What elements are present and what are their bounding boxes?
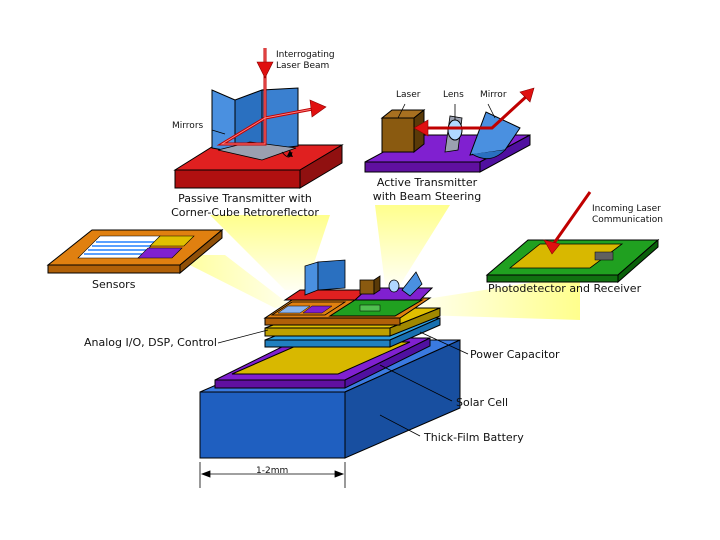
light-beams	[170, 205, 580, 320]
analog-io-label: Analog I/O, DSP, Control	[84, 336, 217, 349]
passive-transmitter	[173, 87, 344, 189]
dimension-label: 1-2mm	[256, 466, 289, 476]
beam-photodetector	[420, 275, 580, 320]
mirror-label: Mirror	[480, 90, 507, 100]
power-capacitor-label: Power Capacitor	[470, 348, 560, 361]
battery-label: Thick-Film Battery	[424, 431, 524, 444]
incoming-laser-label: Incoming Laser Communication	[592, 204, 663, 227]
label-line: Interrogating	[276, 50, 335, 60]
active-transmitter	[364, 87, 535, 173]
sensors-board	[46, 228, 224, 275]
mirrors-label: Mirrors	[172, 121, 204, 131]
label-line: Passive Transmitter with	[178, 192, 312, 205]
beam-sensors	[170, 255, 290, 308]
laser-label: Laser	[396, 90, 421, 100]
beam-active	[375, 205, 450, 285]
label-line: with Beam Steering	[372, 189, 482, 203]
passive-transmitter-label: Passive Transmitter with Corner-Cube Ret…	[160, 192, 330, 220]
active-transmitter-label: Active Transmitter with Beam Steering	[362, 176, 492, 204]
leader-lines	[211, 103, 496, 437]
beam-passive	[210, 215, 330, 290]
solar-cell	[214, 337, 431, 389]
lens-label: Lens	[443, 90, 464, 100]
interrogating-beam-label: Interrogating Laser Beam	[276, 50, 335, 73]
photodetector-label: Photodetector and Receiver	[488, 282, 642, 295]
label-line: Laser Beam	[276, 61, 330, 72]
sensors-label: Sensors	[92, 278, 136, 291]
solar-cell-label: Solar Cell	[456, 396, 509, 409]
top-assembly	[263, 259, 434, 326]
dimension-marker	[199, 462, 346, 488]
interrogating-laser-beam	[216, 48, 327, 146]
label-line: Active Transmitter	[376, 176, 478, 189]
label-line: Communication	[592, 215, 663, 226]
label-line: Corner-Cube Retroreflector	[171, 205, 319, 219]
label-line: Incoming Laser	[592, 204, 661, 214]
photodetector-board	[485, 191, 660, 284]
